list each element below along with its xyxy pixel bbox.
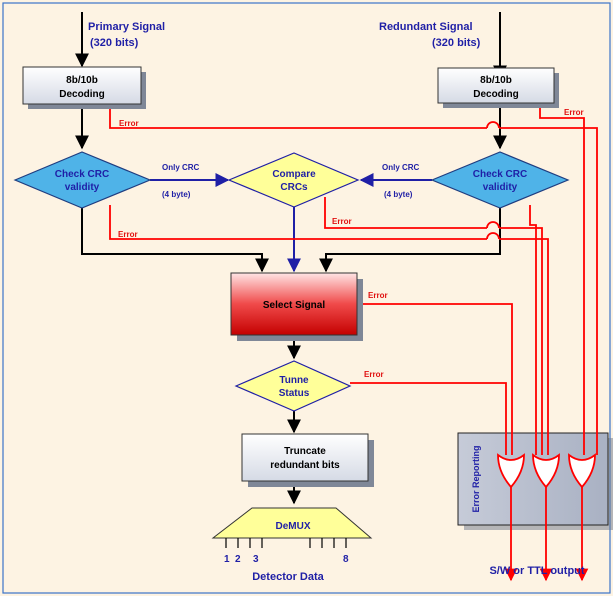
truncate-line1: Truncate (284, 446, 326, 457)
error-label-decode-left: Error (119, 119, 139, 128)
primary-signal-bits: (320 bits) (90, 37, 139, 49)
compare-line2: CRCs (280, 182, 308, 193)
error-label-crc-left: Error (118, 230, 138, 239)
tunnel-line2: Status (279, 388, 310, 399)
demux-label: DeMUX (275, 521, 310, 532)
or-gate-2 (532, 453, 560, 489)
error-label-select: Error (368, 291, 388, 300)
crc-right-line1: Check CRC (473, 169, 527, 180)
or-gate-1 (497, 453, 525, 489)
select-signal-box: Select Signal (230, 272, 363, 341)
crc-left-line2: validity (65, 182, 100, 193)
decode-right-line1: 8b/10b (480, 75, 512, 86)
or-gates (497, 453, 596, 489)
only-crc-left-label: Only CRC (162, 163, 200, 172)
diagram-border (2, 2, 611, 594)
bytes-right-label: (4 byte) (384, 190, 413, 199)
decode-right-line2: Decoding (473, 89, 519, 100)
error-lines (109, 107, 598, 582)
redundant-signal-title: Redundant Signal (379, 21, 473, 33)
truncate-box: Truncate redundant bits (241, 433, 374, 487)
decode-box-left: 8b/10b Decoding (22, 66, 146, 109)
diamond-check-crc-right: Check CRC validity (430, 151, 570, 209)
demux: DeMUX 1 2 3 8 (211, 507, 373, 565)
bytes-left-label: (4 byte) (162, 190, 191, 199)
decode-left-line2: Decoding (59, 89, 105, 100)
compare-line1: Compare (272, 169, 316, 180)
error-label-compare: Error (332, 217, 352, 226)
error-reporting-label: Error Reporting (471, 445, 481, 512)
diamond-tunnel-status: Tunne Status (234, 360, 352, 412)
error-label-decode-right: Error (564, 108, 584, 117)
demux-pin-2: 2 (235, 554, 241, 565)
demux-pin-1: 1 (224, 554, 230, 565)
decode-box-right: 8b/10b Decoding (437, 67, 559, 108)
decode-left-line1: 8b/10b (66, 75, 98, 86)
crc-left-line1: Check CRC (55, 169, 109, 180)
redundant-signal-bits: (320 bits) (432, 37, 481, 49)
truncate-line2: redundant bits (270, 460, 340, 471)
primary-signal-title: Primary Signal (88, 21, 165, 33)
demux-pin-3: 3 (253, 554, 259, 565)
tunnel-line1: Tunne (279, 375, 309, 386)
detector-data-label: Detector Data (252, 571, 324, 583)
only-crc-right-label: Only CRC (382, 163, 420, 172)
or-gate-3 (568, 453, 596, 489)
demux-pin-8: 8 (343, 554, 349, 565)
demux-pins (225, 538, 347, 548)
main-flow-lines (75, 12, 507, 505)
diamond-compare-crcs: Compare CRCs (227, 152, 360, 208)
error-label-tunnel: Error (364, 370, 384, 379)
diamond-check-crc-left: Check CRC validity (13, 151, 152, 209)
select-signal-label: Select Signal (263, 300, 325, 311)
output-label: S/W or TTL output (489, 565, 584, 577)
crc-right-line2: validity (483, 182, 518, 193)
